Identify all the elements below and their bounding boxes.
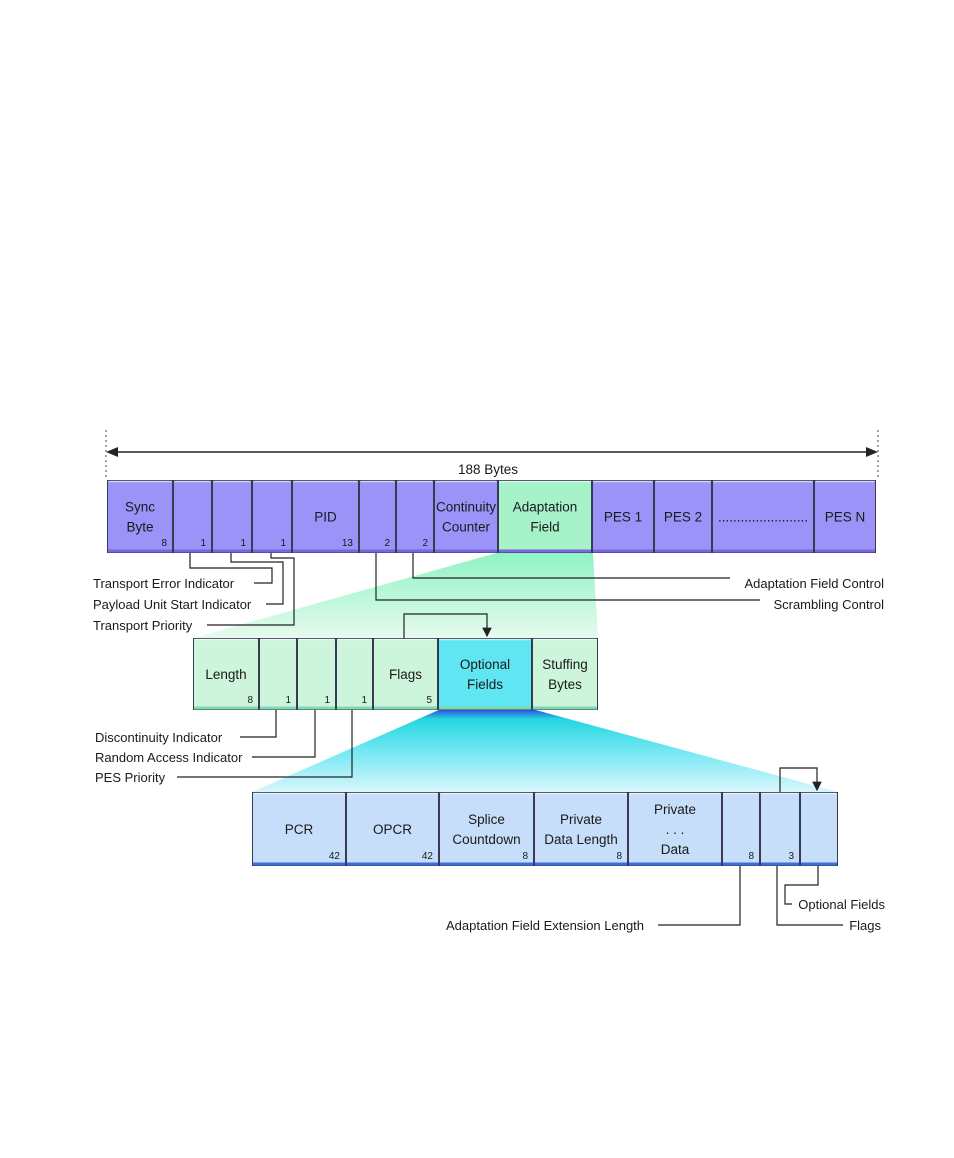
adaptation-field-opt-label: Fields <box>467 677 503 692</box>
packet-field-pid-bits: 13 <box>342 538 354 549</box>
optional-field-pcr: PCR 42 <box>252 792 346 866</box>
packet-field-pid-label: PID <box>314 510 337 525</box>
optional-field-pcr-bits: 42 <box>329 851 341 862</box>
optional-field-flg3-bits: 3 <box>788 851 794 862</box>
adaptation-field-stuff-label: Bytes <box>548 677 582 692</box>
packet-field-tei-bits: 1 <box>200 538 206 549</box>
adaptation-field-pesp: 1 <box>336 638 373 710</box>
optional-field-pcr-label: PCR <box>285 822 314 837</box>
packet-field-dots: ........................ <box>712 480 814 553</box>
packet-field-sync-bits: 8 <box>161 538 167 549</box>
adaptation-field-flags: Flags 5 <box>373 638 438 710</box>
packet-field-pesn-label: PES N <box>825 510 866 525</box>
packet-field-af-label: Adaptation <box>513 500 578 515</box>
leader-lines <box>177 553 843 926</box>
optional-field-flg3: 3 <box>760 792 800 866</box>
total-length-label: 188 Bytes <box>458 462 518 477</box>
optional-field-pdl-label: Data Length <box>544 832 618 847</box>
optional-field-afel: 8 <box>722 792 760 866</box>
pes-priority-label: PES Priority <box>95 770 166 785</box>
optional-field-pdata-label: Data <box>661 842 690 857</box>
optional-field-afel-bits: 8 <box>748 851 754 862</box>
scrambling-control-label: Scrambling Control <box>773 597 884 612</box>
flags-label: Flags <box>849 918 881 933</box>
packet-field-pusi-bits: 1 <box>240 538 246 549</box>
packet-field-tei: 1 <box>173 480 212 553</box>
packet-field-afc-bits: 2 <box>422 538 428 549</box>
adaptation-field-control-label: Adaptation Field Control <box>745 576 885 591</box>
optional-fields-expansion-fan <box>252 709 838 792</box>
transport-priority-label: Transport Priority <box>93 618 193 633</box>
adaptation-field-stuff-label: Stuffing <box>542 657 588 672</box>
optional-field-splice-bits: 8 <box>522 851 528 862</box>
annotations: Transport Error Indicator Payload Unit S… <box>93 576 885 933</box>
optional-field-pdl-bits: 8 <box>616 851 622 862</box>
packet-field-sc-bits: 2 <box>384 538 390 549</box>
transport-error-indicator-label: Transport Error Indicator <box>93 576 235 591</box>
adaptation-field-di-bits: 1 <box>285 695 291 706</box>
adaptation-field-opt-label: Optional <box>460 657 510 672</box>
optional-field-opcr: OPCR 42 <box>346 792 439 866</box>
packet-field-cc-label: Counter <box>442 520 491 535</box>
packet-field-afc: 2 <box>396 480 434 553</box>
packet-field-pes1: PES 1 <box>592 480 654 553</box>
total-length-dimension: 188 Bytes <box>105 430 879 480</box>
packet-field-pes2: PES 2 <box>654 480 712 553</box>
adaptation-field-pesp-bits: 1 <box>361 695 367 706</box>
optional-field-splice-label: Splice <box>468 812 505 827</box>
packet-field-tp: 1 <box>252 480 292 553</box>
optional-field-pdata: Private . . . Data <box>628 792 722 866</box>
packet-field-sync-label: Byte <box>126 520 153 535</box>
adaptation-field-len-label: Length <box>205 667 246 682</box>
adaptation-field-len-bits: 8 <box>247 695 253 706</box>
packet-field-pesn: PES N <box>814 480 876 553</box>
optional-field-pdata-label: . . . <box>666 822 685 837</box>
adaptation-field-extension-length-label: Adaptation Field Extension Length <box>446 918 644 933</box>
random-access-indicator-label: Random Access Indicator <box>95 750 243 765</box>
discontinuity-indicator-label: Discontinuity Indicator <box>95 730 223 745</box>
adaptation-field-flags-bits: 5 <box>426 695 432 706</box>
optional-field-opcr-bits: 42 <box>422 851 434 862</box>
adaptation-field-len: Length 8 <box>193 638 259 710</box>
packet-field-pusi: 1 <box>212 480 252 553</box>
packet-field-pid: PID 13 <box>292 480 359 553</box>
optional-field-pdl-label: Private <box>560 812 602 827</box>
adaptation-field-rai-bits: 1 <box>324 695 330 706</box>
adaptation-field-di: 1 <box>259 638 297 710</box>
payload-unit-start-indicator-label: Payload Unit Start Indicator <box>93 597 252 612</box>
optional-fields-flag-label: Optional Fields <box>798 897 885 912</box>
packet-field-sync-label: Sync <box>125 500 155 515</box>
packet-field-cc-label: Continuity <box>436 500 496 515</box>
packet-field-pes2-label: PES 2 <box>664 510 702 525</box>
packet-field-sc: 2 <box>359 480 396 553</box>
optional-field-splice-label: Countdown <box>452 832 520 847</box>
optional-field-opcr-label: OPCR <box>373 822 412 837</box>
packet-field-tp-bits: 1 <box>280 538 286 549</box>
packet-field-af-label: Field <box>530 520 559 535</box>
adaptation-field-flags-label: Flags <box>389 667 422 682</box>
optional-field-optf <box>800 792 838 866</box>
optional-field-pdata-label: Private <box>654 802 696 817</box>
packet-field-pes1-label: PES 1 <box>604 510 642 525</box>
adaptation-field-rai: 1 <box>297 638 336 710</box>
packet-field-dots-label: ........................ <box>718 510 808 525</box>
